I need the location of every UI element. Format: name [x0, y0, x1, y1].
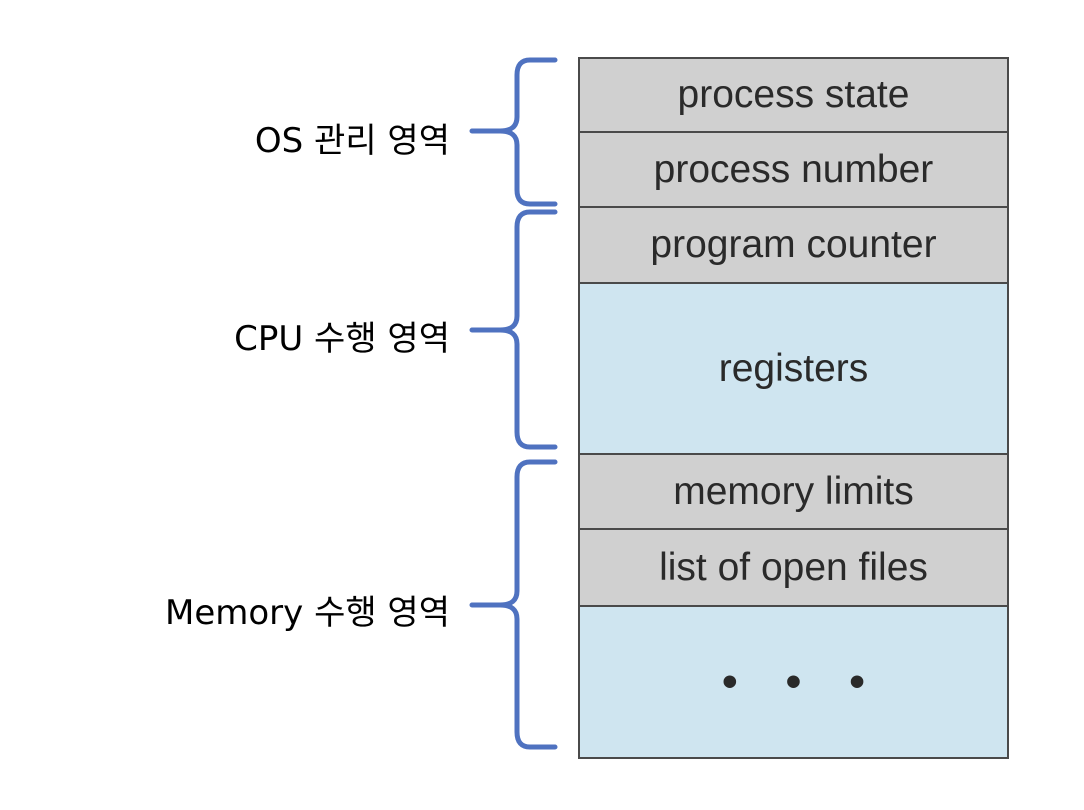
pcb-stack: process state process number program cou…: [578, 57, 1009, 759]
pcb-field-label: process state: [677, 73, 910, 116]
pcb-field-registers: registers: [580, 284, 1007, 455]
pcb-field-label: list of open files: [659, 545, 928, 589]
pcb-field-program-counter: program counter: [580, 208, 1007, 284]
pcb-field-memory-limits: memory limits: [580, 455, 1007, 530]
pcb-field-label: memory limits: [673, 469, 914, 513]
pcb-field-label: process number: [653, 147, 934, 191]
pcb-field-process-state: process state: [580, 59, 1007, 133]
brace-cpu: [469, 209, 558, 450]
pcb-field-more: • • •: [580, 607, 1007, 757]
pcb-field-open-files: list of open files: [580, 530, 1007, 607]
pcb-field-label: program counter: [650, 223, 937, 266]
group-label-cpu: CPU 수행 영역: [234, 319, 450, 359]
group-label-memory: Memory 수행 영역: [164, 593, 450, 633]
pcb-field-label: registers: [718, 346, 869, 390]
pcb-field-process-number: process number: [580, 133, 1007, 208]
group-label-os: OS 관리 영역: [254, 121, 450, 161]
brace-os: [469, 57, 558, 207]
brace-memory: [469, 459, 558, 750]
ellipsis-label: • • •: [722, 657, 883, 706]
